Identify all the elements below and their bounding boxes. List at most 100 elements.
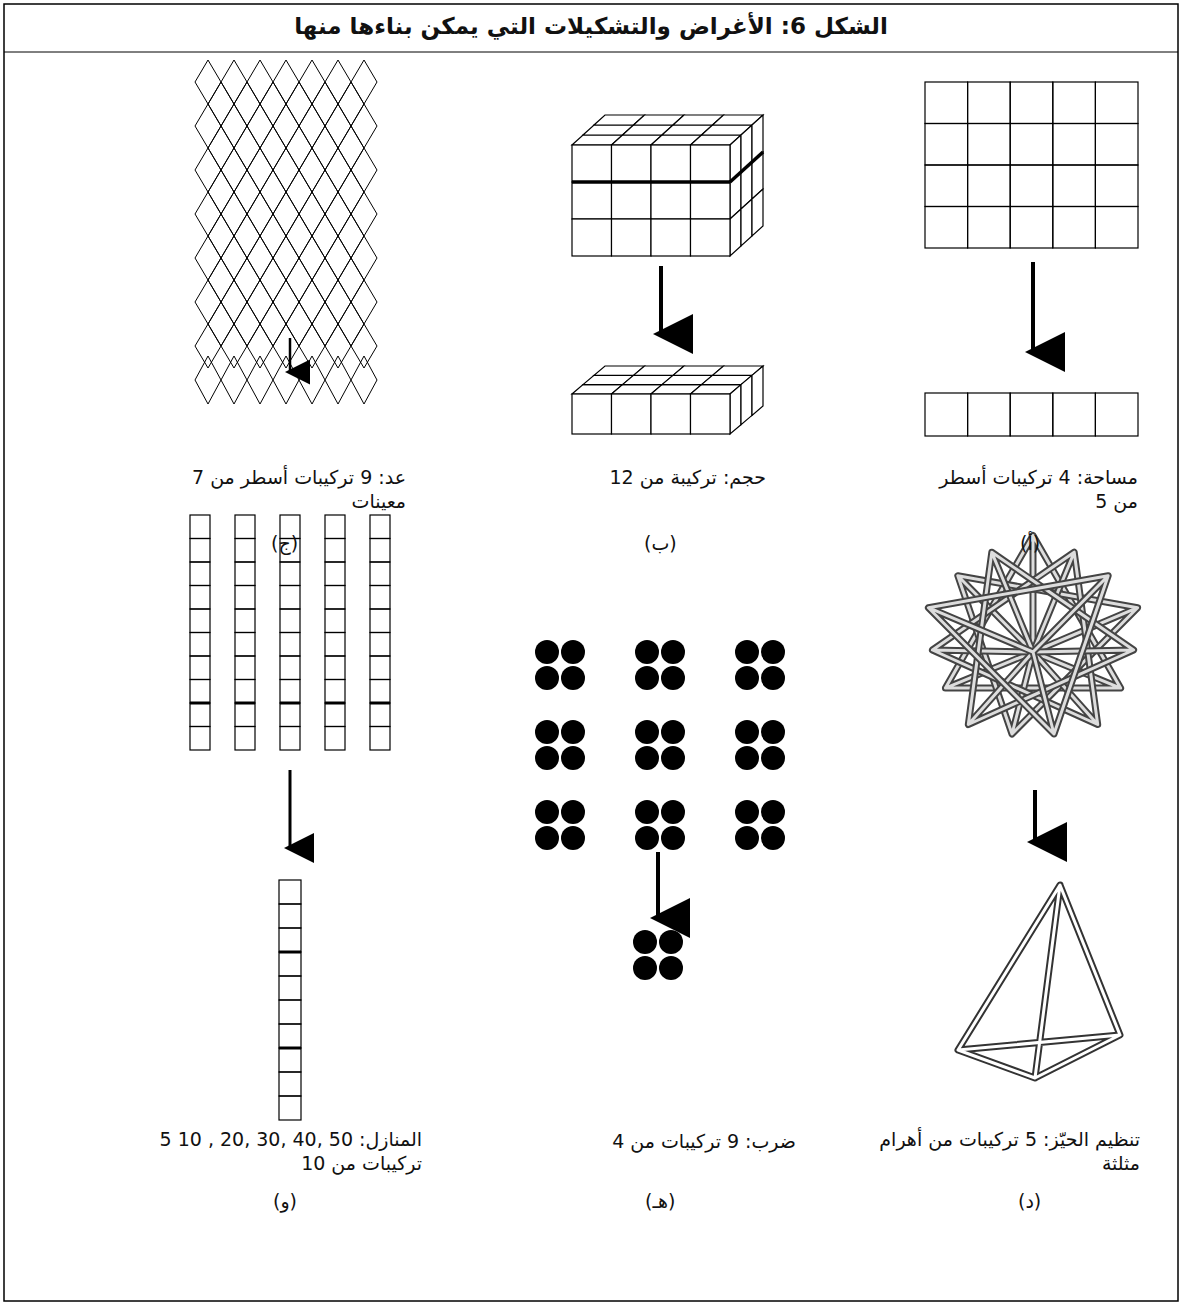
diamond <box>208 170 234 214</box>
grid-cell <box>1053 124 1096 166</box>
diamond <box>273 356 299 404</box>
diamond <box>221 192 247 236</box>
ten-cell <box>235 703 255 727</box>
cube-front-cell <box>612 182 652 219</box>
diamond <box>325 324 351 368</box>
cube-front-cell <box>651 219 691 256</box>
diamond <box>286 126 312 170</box>
diamond <box>325 356 351 404</box>
down-arrow <box>289 770 292 848</box>
panel-letter: (و) <box>273 1190 297 1214</box>
ten-cell <box>279 1048 301 1072</box>
dot <box>735 800 759 824</box>
bold-divider <box>279 1047 301 1050</box>
grid-cell <box>925 165 968 207</box>
cube-front-cell <box>651 394 691 434</box>
diamond <box>221 324 247 368</box>
dot <box>561 826 585 850</box>
cube-front-cell <box>612 219 652 256</box>
cube-side-cell <box>730 385 741 434</box>
grid-cell <box>1010 207 1053 249</box>
grid-cell <box>968 165 1011 207</box>
tetra-edge <box>928 576 1108 734</box>
dot <box>761 800 785 824</box>
dot <box>661 746 685 770</box>
diamond <box>273 104 299 148</box>
dot <box>535 746 559 770</box>
dot <box>561 800 585 824</box>
grid-cell <box>1095 82 1138 124</box>
cube-front-cell <box>691 219 731 256</box>
grid-cell <box>1010 124 1053 166</box>
cube-front-cell <box>691 394 731 434</box>
grid-cell <box>1095 124 1138 166</box>
diamond <box>286 258 312 302</box>
ten-cell <box>190 515 210 539</box>
diamond <box>338 82 364 126</box>
diamond <box>312 302 338 346</box>
panel-letter: (أ) <box>1020 532 1040 556</box>
bold-divider <box>730 152 763 182</box>
ten-cell <box>235 680 255 704</box>
grid-cell <box>925 124 968 166</box>
dot <box>735 720 759 744</box>
cube-front-cell <box>691 182 731 219</box>
diamond <box>299 148 325 192</box>
dot <box>761 746 785 770</box>
ten-cell <box>190 539 210 563</box>
diamond <box>195 236 221 280</box>
diamond <box>208 126 234 170</box>
strip-cell <box>925 393 968 436</box>
diamond <box>221 148 247 192</box>
diamond <box>195 104 221 148</box>
ten-cell <box>280 656 300 680</box>
ten-cell <box>325 656 345 680</box>
diamond <box>195 324 221 368</box>
panel-caption: عد: 9 تركيبات أسطر من 7 معينات <box>151 466 406 514</box>
diamond <box>221 104 247 148</box>
dot <box>635 640 659 664</box>
tetra-edge-light <box>928 576 1108 734</box>
ten-cell <box>325 633 345 657</box>
diamond <box>234 258 260 302</box>
dot <box>735 666 759 690</box>
down-arrow <box>289 338 292 372</box>
ten-cell <box>190 633 210 657</box>
diamond <box>273 192 299 236</box>
diamond <box>247 324 273 368</box>
ten-cell <box>190 562 210 586</box>
title-rule <box>4 52 1178 53</box>
dot <box>735 746 759 770</box>
ten-cell <box>325 680 345 704</box>
diamond <box>195 280 221 324</box>
strip-cell <box>968 393 1011 436</box>
ten-cell <box>370 727 390 751</box>
diamond <box>312 258 338 302</box>
ten-cell <box>235 633 255 657</box>
ten-cell <box>190 727 210 751</box>
cube-front-cell <box>691 145 731 182</box>
diamond <box>286 82 312 126</box>
diamond <box>312 126 338 170</box>
cube-side-cell <box>752 366 763 415</box>
cube-front-cell <box>651 182 691 219</box>
frame <box>4 4 1178 1301</box>
ten-cell <box>325 609 345 633</box>
dot <box>659 930 683 954</box>
dot <box>761 666 785 690</box>
grid-cell <box>925 82 968 124</box>
dot <box>633 930 657 954</box>
dot <box>661 800 685 824</box>
diamond <box>260 214 286 258</box>
diamond <box>286 170 312 214</box>
diamond <box>234 82 260 126</box>
strip-cell <box>1053 393 1096 436</box>
ten-cell <box>280 680 300 704</box>
dot <box>561 666 585 690</box>
dot <box>661 640 685 664</box>
ten-cell <box>280 609 300 633</box>
diamond <box>234 302 260 346</box>
strip-cell <box>1095 393 1138 436</box>
diamond <box>221 280 247 324</box>
dot <box>535 826 559 850</box>
